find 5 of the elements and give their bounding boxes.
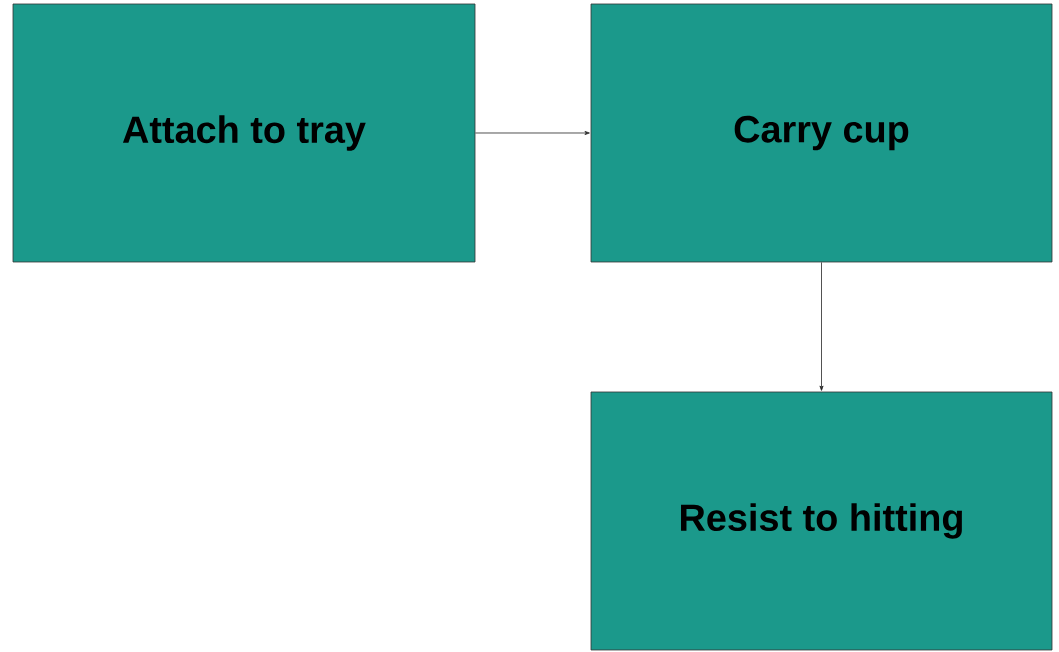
process-box: Attach to tray [12, 3, 476, 263]
process-box: Resist to hitting [590, 391, 1053, 651]
process-box: Carry cup [590, 3, 1053, 263]
arrow [819, 262, 824, 391]
arrow [475, 131, 590, 135]
